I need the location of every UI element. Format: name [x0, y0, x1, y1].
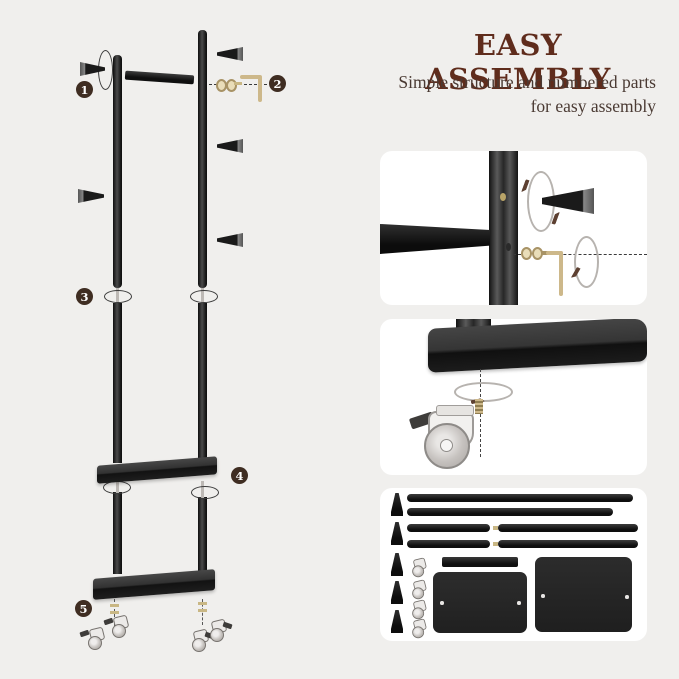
- left-pole-middle: [113, 303, 122, 463]
- caster-hub-icon: [440, 439, 453, 452]
- caster-plate-icon: [436, 405, 474, 416]
- detail-panel-caster-assembly: [380, 319, 647, 475]
- step-badge-3: 3: [76, 288, 93, 305]
- guide-dashed-line: [202, 599, 203, 625]
- hook-icon: [217, 47, 243, 61]
- half-pole-part: [407, 540, 490, 548]
- screw-icon: [198, 609, 207, 612]
- long-pole-part: [407, 508, 613, 516]
- hook-icon: [391, 522, 403, 545]
- hook-icon: [78, 189, 104, 203]
- caster-icon: [207, 618, 229, 643]
- left-pole-lower: [113, 492, 122, 574]
- left-pole-upper: [113, 55, 122, 288]
- hook-icon: [217, 139, 243, 153]
- rotation-ellipse-icon: [191, 486, 219, 499]
- caster-stem-icon: [475, 399, 483, 414]
- hanging-rod: [124, 70, 195, 85]
- subtitle-line-2: for easy assembly: [530, 96, 656, 116]
- rotation-circle-icon: [574, 236, 599, 288]
- base-board: [93, 569, 215, 600]
- caster-icon: [189, 628, 211, 653]
- hook-icon: [391, 553, 403, 576]
- hook-icon: [391, 581, 403, 604]
- half-pole-part: [498, 540, 638, 548]
- rotation-ellipse-icon: [103, 481, 131, 494]
- screw-icon: [110, 604, 119, 607]
- screw-hole: [500, 193, 506, 201]
- screw-icon: [110, 611, 119, 614]
- base-board-closeup: [428, 319, 647, 373]
- caster-icon: [410, 557, 429, 578]
- parts-kit-panel: [380, 488, 647, 641]
- screw-hole: [440, 601, 444, 605]
- hook-icon: [391, 493, 403, 516]
- washer-icon: [521, 247, 532, 260]
- pole-closeup: [489, 151, 518, 305]
- hook-icon: [217, 233, 243, 247]
- step-badge-1: 1: [76, 81, 93, 98]
- long-pole-part: [407, 494, 633, 502]
- screw-hole: [517, 601, 521, 605]
- page-subtitle: Simple structure and numbered parts for …: [320, 70, 656, 118]
- caster-icon: [85, 626, 107, 651]
- half-pole-part: [407, 524, 490, 532]
- rotation-ellipse-icon: [454, 382, 513, 402]
- pole-connector-tip: [493, 542, 498, 546]
- caster-icon: [410, 579, 429, 600]
- screw-icon: [234, 82, 242, 85]
- screw-hole: [541, 594, 545, 598]
- subtitle-line-1: Simple structure and numbered parts: [398, 72, 656, 92]
- allen-key-icon: [240, 75, 261, 79]
- right-pole-lower: [198, 497, 207, 574]
- step-badge-4: 4: [231, 467, 248, 484]
- screw-icon: [198, 602, 207, 605]
- shelf-board-part: [433, 572, 527, 633]
- caster-icon: [109, 614, 131, 639]
- caster-icon: [410, 618, 429, 639]
- step-badge-2: 2: [269, 75, 286, 92]
- pole-connector-tip: [493, 526, 498, 530]
- screw-hole: [625, 595, 629, 599]
- allen-key-icon: [258, 75, 262, 102]
- detail-panel-hook-assembly: [380, 151, 647, 305]
- assembly-diagram: 1 2 3 4 5: [0, 0, 360, 679]
- hook-icon: [391, 610, 403, 633]
- half-pole-part: [498, 524, 638, 532]
- allen-key-icon: [546, 251, 563, 255]
- step-badge-5: 5: [75, 600, 92, 617]
- screw-hole: [506, 243, 511, 251]
- right-pole-upper: [198, 30, 207, 288]
- rotation-ellipse-icon: [190, 290, 218, 303]
- right-pole-middle: [198, 303, 207, 463]
- rotation-ellipse-icon: [104, 290, 132, 303]
- page-title: EASY ASSEMBLY: [425, 28, 611, 96]
- rod-closeup: [380, 224, 490, 254]
- shelf-board-part: [535, 557, 632, 632]
- washer-icon: [226, 79, 237, 92]
- hanging-rod-part: [442, 557, 518, 567]
- allen-key-icon: [559, 251, 563, 296]
